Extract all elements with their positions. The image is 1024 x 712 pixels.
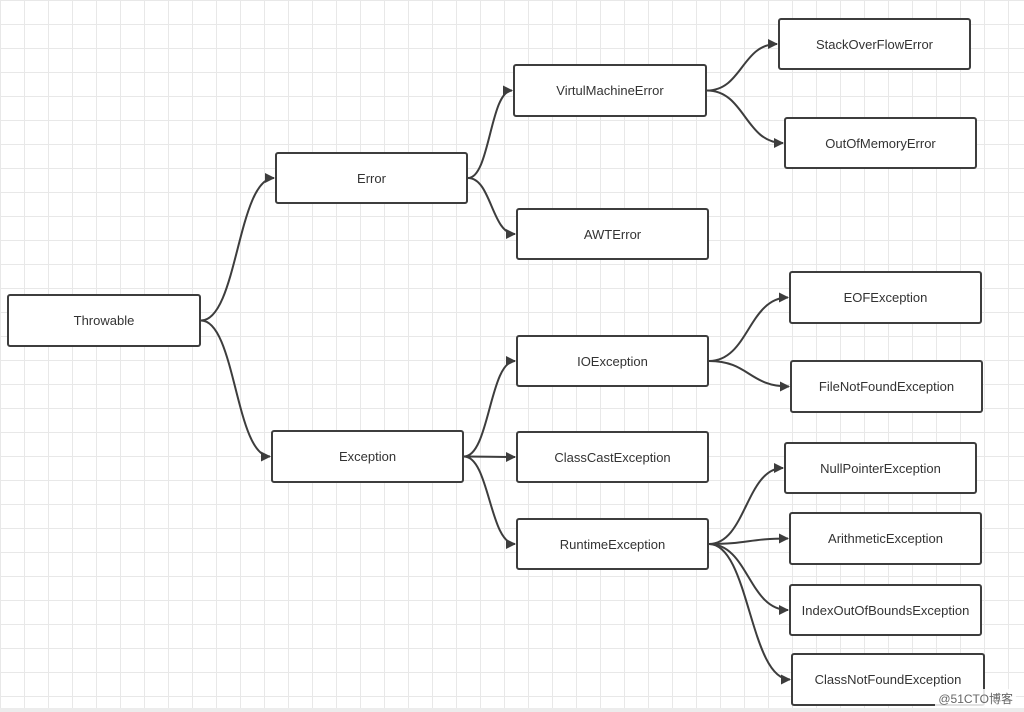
node-class-cast-exception[interactable]: ClassCastException <box>516 431 709 483</box>
connector-runtime_exception-to-index_out_of_bounds_exception <box>708 543 789 615</box>
connector-runtime_exception-to-class_not_found_exception <box>708 543 791 685</box>
node-eof-exception[interactable]: EOFException <box>789 271 982 324</box>
connector-virtual_machine_error-to-out_of_memory_error <box>706 89 784 148</box>
node-out-of-memory-error[interactable]: OutOfMemoryError <box>784 117 977 169</box>
node-runtime-exception[interactable]: RuntimeException <box>516 518 709 570</box>
connector-exception-to-io_exception <box>463 356 516 458</box>
connector-exception-to-runtime_exception <box>463 455 516 549</box>
connector-io_exception-to-file_not_found_exception <box>708 360 790 392</box>
node-file-not-found-exception[interactable]: FileNotFoundException <box>790 360 983 413</box>
connector-virtual_machine_error-to-stack_overflow_error <box>706 39 778 92</box>
bottom-strip <box>0 708 1024 712</box>
node-arithmetic-exception[interactable]: ArithmeticException <box>789 512 982 565</box>
watermark: @51CTO博客 <box>935 689 1016 708</box>
connector-error-to-virtual_machine_error <box>467 85 513 179</box>
node-error[interactable]: Error <box>275 152 468 204</box>
node-index-out-of-bounds-exception[interactable]: IndexOutOfBoundsException <box>789 584 982 636</box>
node-stack-overflow-error[interactable]: StackOverFlowError <box>778 18 971 70</box>
connector-exception-to-class_cast_exception <box>463 451 516 462</box>
node-awt-error[interactable]: AWTError <box>516 208 709 260</box>
connector-throwable-to-error <box>200 173 275 322</box>
connector-io_exception-to-eof_exception <box>708 292 789 362</box>
node-throwable[interactable]: Throwable <box>7 294 201 347</box>
connector-error-to-awt_error <box>467 177 516 239</box>
connector-runtime_exception-to-null_pointer_exception <box>708 463 784 545</box>
node-null-pointer-exception[interactable]: NullPointerException <box>784 442 977 494</box>
connector-throwable-to-exception <box>200 319 271 462</box>
node-virtual-machine-error[interactable]: VirtulMachineError <box>513 64 707 117</box>
connector-runtime_exception-to-arithmetic_exception <box>708 533 789 545</box>
node-io-exception[interactable]: IOException <box>516 335 709 387</box>
node-exception[interactable]: Exception <box>271 430 464 483</box>
